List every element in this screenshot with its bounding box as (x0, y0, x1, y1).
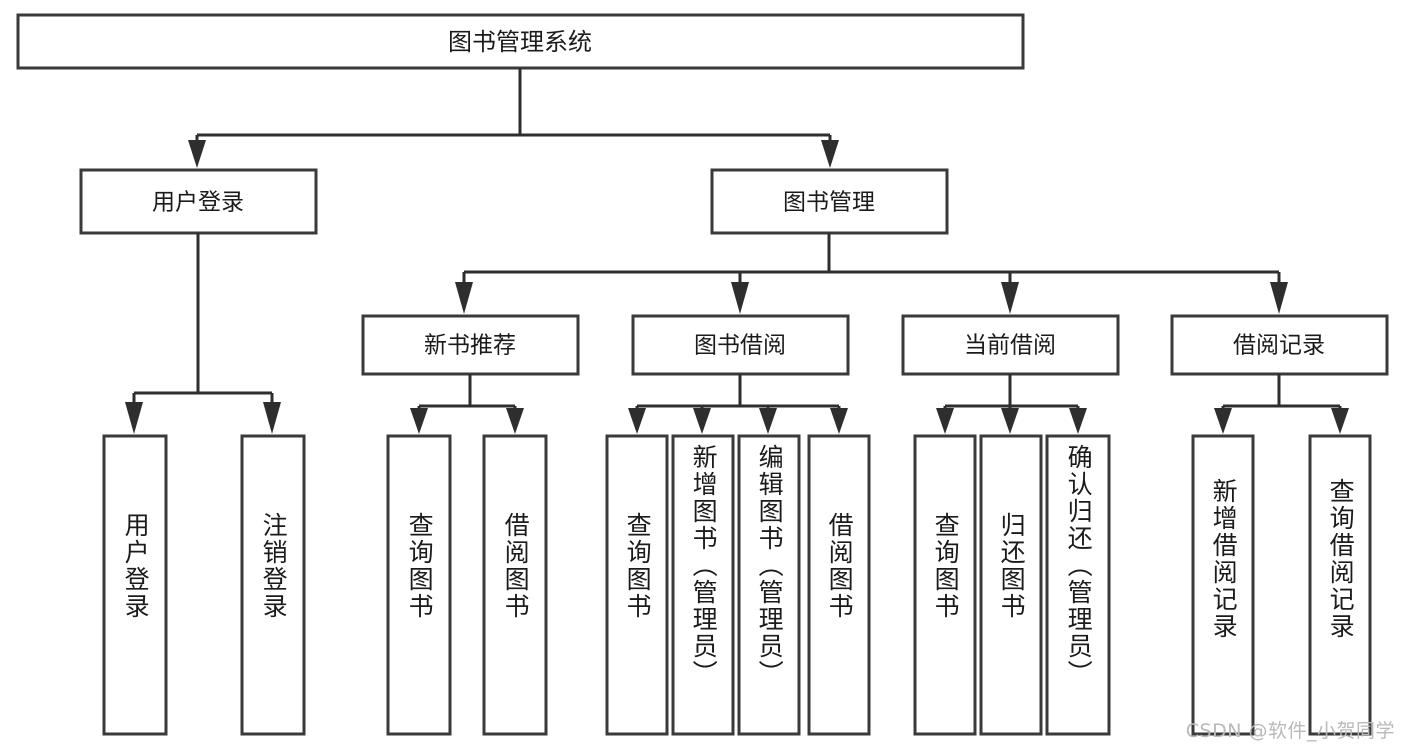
node-root-box[interactable] (16, 13, 1025, 70)
leaf-box-add-record[interactable] (1191, 434, 1255, 736)
leaf-box-logout-login[interactable] (240, 434, 306, 736)
arrow-head-leaf-query-record (1331, 408, 1349, 434)
node-current-borrow[interactable]: 当前借阅 (901, 314, 1120, 376)
watermark-text: CSDN @软件_小贺同学 (1185, 720, 1395, 742)
node-book-manage-box[interactable] (710, 168, 949, 235)
arrow-head-leaf-borrow-book-2 (830, 408, 848, 434)
arrow-head-leaf-user-login (125, 402, 143, 434)
node-current-borrow-box[interactable] (901, 314, 1120, 376)
arrow-head-leaf-logout-login (263, 402, 281, 434)
node-root[interactable]: 图书管理系统 (16, 13, 1025, 70)
node-new-book-recommend-label: 新书推荐 (424, 333, 516, 359)
arrow-head-leaf-add-record (1214, 408, 1232, 434)
node-book-borrow-box[interactable] (631, 314, 850, 376)
leaf-box-borrow-book-2[interactable] (807, 434, 871, 736)
arrow-head-leaf-query-book-1 (410, 408, 428, 434)
arrow-head-to-current-borrow (1001, 282, 1019, 314)
leaf-box-user-login[interactable] (102, 434, 168, 736)
arrow-head-leaf-query-book-3 (936, 408, 954, 434)
node-user-login[interactable]: 用户登录 (79, 168, 318, 235)
arrow-head-leaf-query-book-2 (628, 408, 646, 434)
arrow-head-leaf-borrow-book-1 (506, 408, 524, 434)
node-book-borrow-label: 图书借阅 (694, 333, 786, 359)
leaf-box-query-book-2[interactable] (605, 434, 669, 736)
node-borrow-record-label: 借阅记录 (1233, 333, 1325, 359)
node-book-manage-label: 图书管理 (783, 190, 875, 216)
arrow-head-to-new-book-recommend (455, 282, 473, 314)
leaf-box-add-book[interactable] (671, 434, 735, 736)
leaf-box-query-book-3[interactable] (913, 434, 977, 736)
arrow-head-to-borrow-record (1270, 282, 1288, 314)
arrow-head-leaf-add-book (693, 408, 711, 434)
arrow-head-to-book-manage (821, 140, 839, 168)
arrow-head-leaf-confirm-return (1069, 408, 1087, 434)
leaf-box-return-book[interactable] (979, 434, 1043, 736)
arrow-head-to-user-login (188, 140, 206, 168)
arrow-head-leaf-return-book (1001, 408, 1019, 434)
node-book-manage[interactable]: 图书管理 (710, 168, 949, 235)
leaf-box-query-book-1[interactable] (386, 434, 452, 736)
node-root-label: 图书管理系统 (448, 28, 592, 56)
leaf-box-borrow-book-1[interactable] (482, 434, 548, 736)
node-current-borrow-label: 当前借阅 (964, 333, 1056, 359)
leaf-box-confirm-return[interactable] (1045, 434, 1111, 736)
node-user-login-label: 用户登录 (152, 190, 244, 216)
arrow-head-to-book-borrow (731, 282, 749, 314)
node-new-book-recommend[interactable]: 新书推荐 (361, 314, 580, 376)
node-book-borrow[interactable]: 图书借阅 (631, 314, 850, 376)
node-new-book-recommend-box[interactable] (361, 314, 580, 376)
node-borrow-record-box[interactable] (1170, 314, 1389, 376)
leaf-box-edit-book[interactable] (737, 434, 801, 736)
arrow-head-leaf-edit-book (759, 408, 777, 434)
leaf-box-query-record[interactable] (1308, 434, 1372, 736)
node-borrow-record[interactable]: 借阅记录 (1170, 314, 1389, 376)
